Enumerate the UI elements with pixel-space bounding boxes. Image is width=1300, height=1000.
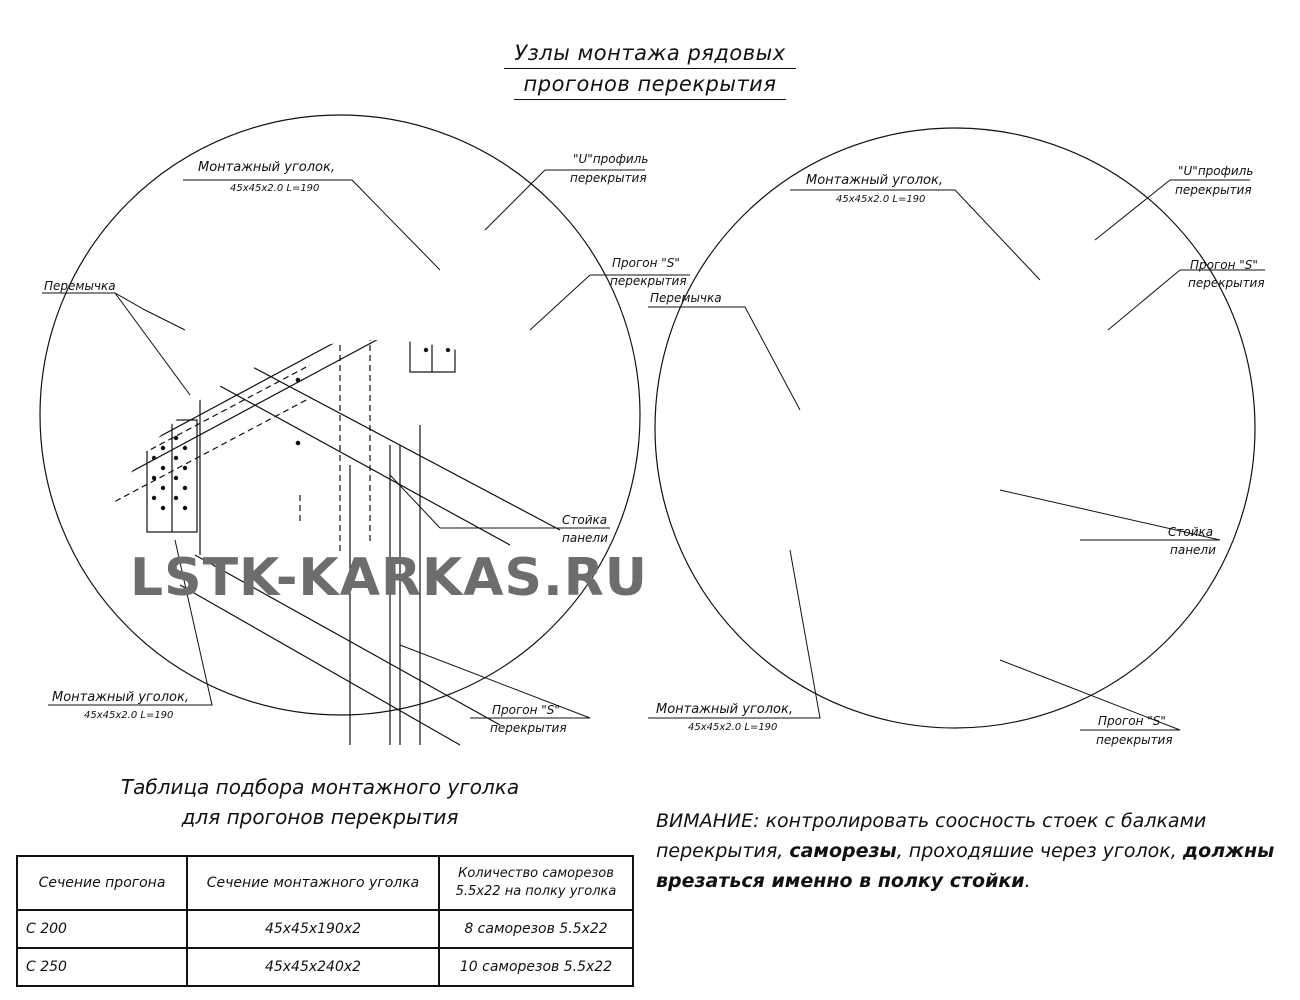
right-u-profile-label1: "U"профиль — [1178, 164, 1254, 178]
left-node-detail — [39, 114, 661, 746]
warning-bold-2: должны врезаться именно в полку стойки — [656, 840, 1275, 892]
header-screw-count: Количество саморезов 5.5x22 на полку уго… — [438, 855, 634, 911]
right-post-label2: панели — [1170, 543, 1216, 557]
right-purlin-top-label2: перекрытия — [1188, 276, 1265, 290]
header-purlin-section: Сечение прогона — [16, 855, 188, 911]
header-screw-count-line1: Количество саморезов — [458, 866, 614, 881]
warning-bold-1: саморезы — [789, 840, 897, 862]
cell-purlin-section: С 200 — [16, 909, 188, 949]
warning-text-3: . — [1024, 870, 1031, 892]
right-angle-bottom-label: Монтажный уголок, — [656, 702, 793, 717]
right-leaders — [648, 179, 1265, 731]
cell-purlin-section: С 250 — [16, 947, 188, 987]
right-purlin-bottom-label1: Прогон "S" — [1098, 714, 1166, 728]
site-watermark: LSTK-KARKAS.RU — [130, 548, 649, 608]
left-angle-top-spec: 45x45x2.0 L=190 — [230, 183, 320, 194]
warning-text-2: , проходяшие через уголок, — [896, 840, 1183, 862]
left-leaders — [42, 169, 690, 719]
cell-screw-count: 10 саморезов 5.5x22 — [438, 947, 634, 987]
right-angle-bottom-spec: 45x45x2.0 L=190 — [688, 722, 778, 733]
right-angle-top-label: Монтажный уголок, — [806, 173, 943, 188]
left-angle-bottom-spec: 45x45x2.0 L=190 — [84, 710, 174, 721]
table-header-row: Сечение прогона Сечение монтажного уголк… — [16, 855, 634, 911]
left-purlin-bottom-label2: перекрытия — [490, 721, 567, 735]
cell-screw-count: 8 саморезов 5.5x22 — [438, 909, 634, 949]
left-node-outline — [39, 114, 641, 716]
right-node-detail — [654, 127, 1256, 729]
drawing-title: Узлы монтажа рядовых прогонов перекрытия — [0, 38, 1300, 100]
cell-angle-section: 45x45x190x2 — [186, 909, 440, 949]
cell-angle-section: 45x45x240x2 — [186, 947, 440, 987]
drawing-title-line2: прогонов перекрытия — [513, 69, 787, 100]
left-angle-bottom-label: Монтажный уголок, — [52, 690, 189, 705]
table-row: С 250 45x45x240x2 10 саморезов 5.5x22 — [16, 947, 634, 987]
right-angle-top-spec: 45x45x2.0 L=190 — [836, 194, 926, 205]
header-screw-count-line2: 5.5x22 на полку уголка — [455, 884, 617, 899]
right-post-label1: Стойка — [1168, 525, 1214, 539]
left-jumper-label: Перемычка — [44, 279, 116, 293]
right-node-outline — [654, 127, 1256, 729]
right-purlin-bottom-label2: перекрытия — [1096, 733, 1173, 747]
right-jumper-label: Перемычка — [650, 291, 722, 305]
left-purlin-top-label2: перекрытия — [610, 274, 687, 288]
left-angle-top-label: Монтажный уголок, — [198, 160, 335, 175]
left-post-label1: Стойка — [562, 513, 608, 527]
right-u-profile-label2: перекрытия — [1175, 183, 1252, 197]
left-u-profile-label2: перекрытия — [570, 171, 647, 185]
warning-note: ВИМАНИЕ: контролировать соосность стоек … — [656, 806, 1286, 896]
table-title-line1: Таблица подбора монтажного уголка — [120, 775, 520, 799]
right-purlin-top-label1: Прогон "S" — [1190, 258, 1258, 272]
left-post-label2: панели — [562, 531, 608, 545]
warning-text-1: ВИМАНИЕ: контролировать соосность стоек … — [656, 810, 1207, 862]
table-title: Таблица подбора монтажного уголка для пр… — [90, 772, 550, 832]
table-row: С 200 45x45x190x2 8 саморезов 5.5x22 — [16, 909, 634, 949]
header-angle-section: Сечение монтажного уголка — [186, 855, 440, 911]
angle-selection-table: Сечение прогона Сечение монтажного уголк… — [16, 855, 634, 987]
table-title-line2: для прогонов перекрытия — [181, 805, 459, 829]
left-purlin-bottom-label1: Прогон "S" — [492, 703, 560, 717]
left-u-profile-label1: "U"профиль — [573, 152, 649, 166]
left-purlin-top-label1: Прогон "S" — [612, 256, 680, 270]
